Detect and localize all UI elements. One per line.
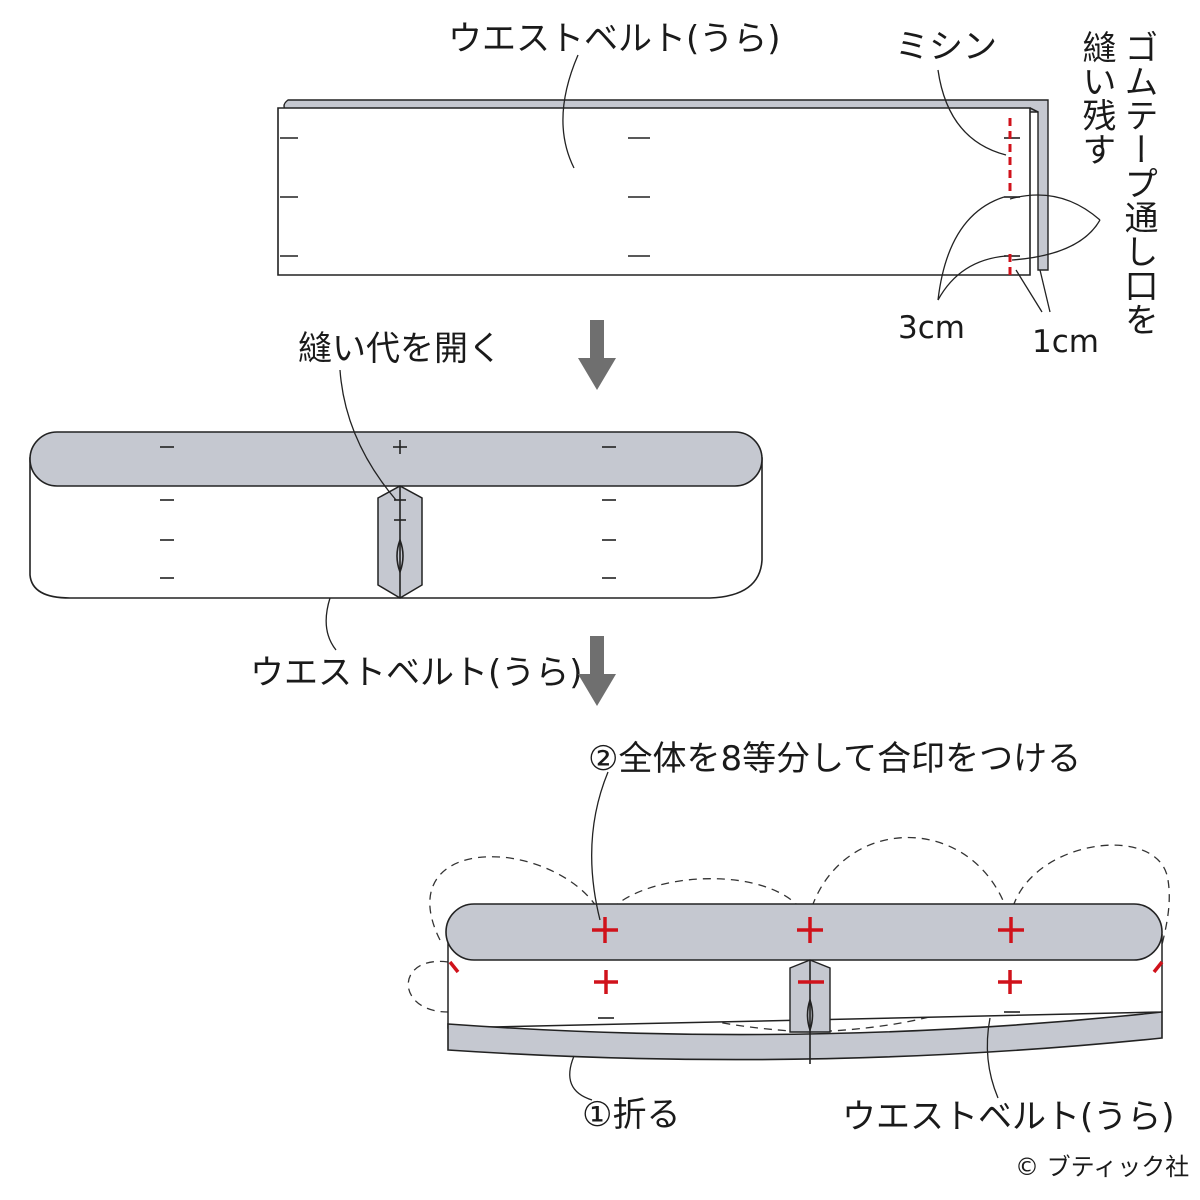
folded-band [447, 1011, 1163, 1061]
fold-label: ①折る [582, 1095, 680, 1135]
step2-belt-loop [29, 431, 763, 599]
down-arrow-icon [578, 320, 616, 390]
belt-label-step2: ウエストベルト(うら) [250, 653, 583, 693]
machine-label: ミシン [895, 27, 997, 67]
leader-seam [339, 369, 397, 501]
leader-title [562, 54, 579, 169]
match-mark-icon [998, 917, 1024, 943]
leader-note-lower [1011, 219, 1101, 261]
leader-fold [569, 1055, 593, 1101]
match-mark-icon [797, 917, 823, 943]
dimension-1cm: 1cm [1032, 324, 1099, 360]
copyright-text: © ブティック社 [1015, 1153, 1189, 1181]
vertical-note-col2: 縫い残す [1076, 30, 1116, 166]
match-mark-icon [594, 970, 618, 994]
leader-1cm-b [1039, 269, 1051, 313]
leader-3cm-upper [937, 196, 1005, 301]
leader-belt2 [325, 597, 337, 651]
dimension-3cm: 3cm [898, 310, 965, 346]
step1-belt-flat [277, 99, 1049, 276]
leader-note-upper [1009, 194, 1101, 221]
belt-loop-top-band [29, 431, 763, 487]
match-mark-icon [998, 970, 1022, 994]
vertical-note-col1: ゴムテープ通し口を [1118, 30, 1158, 336]
leader-belt3 [986, 1017, 999, 1099]
belt-front-layer [277, 107, 1031, 276]
match-mark-left [448, 960, 460, 974]
step3-belt-folded [445, 903, 1164, 1064]
leader-3cm-lower [937, 255, 1007, 301]
belt-title-label: ウエストベルト(うら) [448, 19, 781, 59]
leader-machine [937, 69, 1007, 156]
mark-instruction-label: ②全体を8等分して合印をつける [588, 739, 1081, 779]
leader-mark [591, 771, 609, 921]
down-arrow-icon [578, 636, 616, 706]
leader-1cm-a [1015, 269, 1043, 313]
belt-top-band [445, 903, 1163, 961]
match-mark-icon [592, 917, 618, 943]
match-mark-right [1152, 960, 1164, 974]
belt-label-step3: ウエストベルト(うら) [842, 1097, 1175, 1137]
seam-open-label: 縫い代を開く [298, 329, 502, 369]
